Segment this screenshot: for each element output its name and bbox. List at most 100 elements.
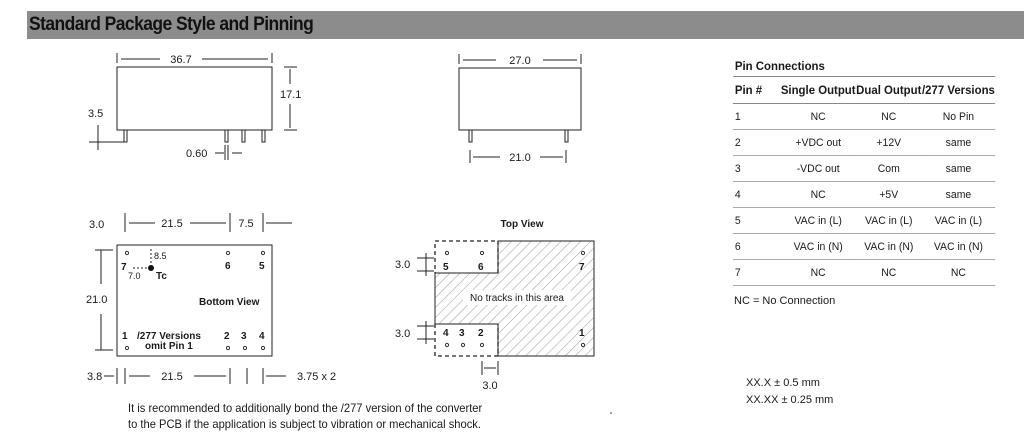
bottom-view-pins xyxy=(124,250,266,351)
bottom-view-title: Bottom View xyxy=(199,297,260,308)
side-view-body xyxy=(116,66,273,131)
bottom-pin3-label: 3 xyxy=(241,331,247,342)
table-cell: NC xyxy=(780,103,856,130)
table-cell: NC xyxy=(855,103,922,130)
table-cell: No Pin xyxy=(921,103,996,130)
pin-hole xyxy=(124,250,130,256)
bottom-pin2-label: 2 xyxy=(224,331,230,342)
table-cell: same xyxy=(921,155,996,182)
pin-hole xyxy=(444,250,450,256)
bottom-dim-pitch: 21.5 xyxy=(161,218,182,230)
top-pin1-label: 1 xyxy=(579,328,585,339)
side-length-label: 36.7 xyxy=(170,54,191,66)
pin-hole xyxy=(580,342,586,348)
footnote-line-1: It is recommended to additionally bond t… xyxy=(128,401,483,415)
table-cell: NC xyxy=(780,259,856,286)
stray-dot xyxy=(610,412,612,414)
bottom-dim-spacing: 3.75 x 2 xyxy=(297,371,336,383)
top-pin7-label: 7 xyxy=(579,262,585,273)
pin-table-header: Single Output xyxy=(780,77,856,104)
side-view xyxy=(89,53,297,160)
table-cell: VAC in (L) xyxy=(780,207,856,234)
pin-table-header: Dual Output xyxy=(855,77,922,104)
tc-point-marker xyxy=(148,265,154,271)
pin-hole xyxy=(260,250,266,256)
table-cell: 5 xyxy=(733,207,781,234)
nc-note: NC = No Connection xyxy=(734,295,836,307)
table-cell: 1 xyxy=(733,103,781,130)
side-view-pin xyxy=(241,129,246,143)
pin-table-header-row: Pin # Single Output Dual Output /277 Ver… xyxy=(733,77,996,104)
side-view-pin xyxy=(261,129,266,143)
top-pin2-label: 2 xyxy=(478,328,484,339)
table-cell: +12V xyxy=(855,129,922,156)
top-pin6-label: 6 xyxy=(478,262,484,273)
end-view-body xyxy=(458,67,582,131)
top-dim-bottom: 3.0 xyxy=(395,328,410,340)
bottom-dim-pitch2: 7.5 xyxy=(238,218,253,230)
end-view-pin xyxy=(564,129,569,143)
side-pin-length-label: 3.5 xyxy=(88,108,103,120)
table-cell: VAC in (N) xyxy=(921,233,996,260)
bottom-pin6-label: 6 xyxy=(225,261,231,272)
pin-hole xyxy=(479,342,485,348)
table-cell: 3 xyxy=(733,155,781,182)
table-cell: NC xyxy=(921,259,996,286)
tc-label: Tc xyxy=(156,271,167,282)
bottom-dim-pitch3: 21.5 xyxy=(161,371,182,383)
no-tracks-label: No tracks in this area xyxy=(470,293,564,304)
top-view-pins xyxy=(444,250,586,348)
pin-hole xyxy=(225,345,231,351)
pin-table-title: Pin Connections xyxy=(734,59,825,73)
table-row: 1 NC NC No Pin xyxy=(733,103,996,130)
top-dim-top: 3.0 xyxy=(395,259,410,271)
pin-hole xyxy=(260,345,266,351)
pin-connections-table: Pin Connections Pin # Single Output Dual… xyxy=(733,59,996,286)
table-cell: VAC in (N) xyxy=(855,233,922,260)
table-cell: -VDC out xyxy=(780,155,856,182)
versions-note-line2: omit Pin 1 xyxy=(145,341,193,352)
end-spacing-label: 21.0 xyxy=(509,152,530,164)
table-cell: NC xyxy=(855,259,922,286)
tolerance-line-2: XX.XX ± 0.25 mm xyxy=(746,394,834,406)
table-cell: same xyxy=(921,129,996,156)
bottom-dim-left2: 3.8 xyxy=(87,371,102,383)
table-cell: VAC in (L) xyxy=(855,207,922,234)
bottom-pin1-label: 1 xyxy=(122,331,128,342)
table-cell: 4 xyxy=(733,181,781,208)
top-pin4-label: 4 xyxy=(443,328,449,339)
side-view-pin xyxy=(123,129,128,143)
top-view-outline xyxy=(434,240,499,357)
bottom-pin7-label: 7 xyxy=(121,262,127,273)
bottom-dim-left: 3.0 xyxy=(89,219,104,231)
table-row: 5 VAC in (L) VAC in (L) VAC in (L) xyxy=(733,207,996,234)
bottom-dim-height: 21.0 xyxy=(86,294,107,306)
table-row: 7 NC NC NC xyxy=(733,259,996,286)
table-cell: +5V xyxy=(855,181,922,208)
footnote-line-2: to the PCB if the application is subject… xyxy=(128,417,481,431)
no-tracks-label-bg xyxy=(463,290,571,305)
table-cell: 2 xyxy=(733,129,781,156)
side-view-pin xyxy=(224,129,229,143)
section-title: Standard Package Style and Pinning xyxy=(29,14,314,35)
pin-hole xyxy=(225,250,231,256)
table-row: 3 -VDC out Com same xyxy=(733,155,996,182)
top-dim-below: 3.0 xyxy=(482,380,497,392)
versions-note-line1: /277 Versions xyxy=(137,331,201,342)
end-width-label: 27.0 xyxy=(509,55,530,67)
table-row: 4 NC +5V same xyxy=(733,181,996,208)
pin-hole xyxy=(479,250,485,256)
tc-offset-y: 8.5 xyxy=(154,251,167,261)
pin-hole xyxy=(124,345,130,351)
pin-hole xyxy=(580,250,586,256)
end-view xyxy=(458,54,582,163)
table-cell: 7 xyxy=(733,259,781,286)
bottom-pin5-label: 5 xyxy=(259,261,265,272)
section-header: Standard Package Style and Pinning xyxy=(27,11,1024,39)
pin-table-grid: Pin # Single Output Dual Output /277 Ver… xyxy=(733,77,996,286)
tc-offset-x: 7.0 xyxy=(128,271,141,281)
pin-table-header: /277 Versions xyxy=(921,77,996,104)
top-view-dimensions xyxy=(417,253,499,375)
tolerance-line-1: XX.X ± 0.5 mm xyxy=(746,377,820,389)
